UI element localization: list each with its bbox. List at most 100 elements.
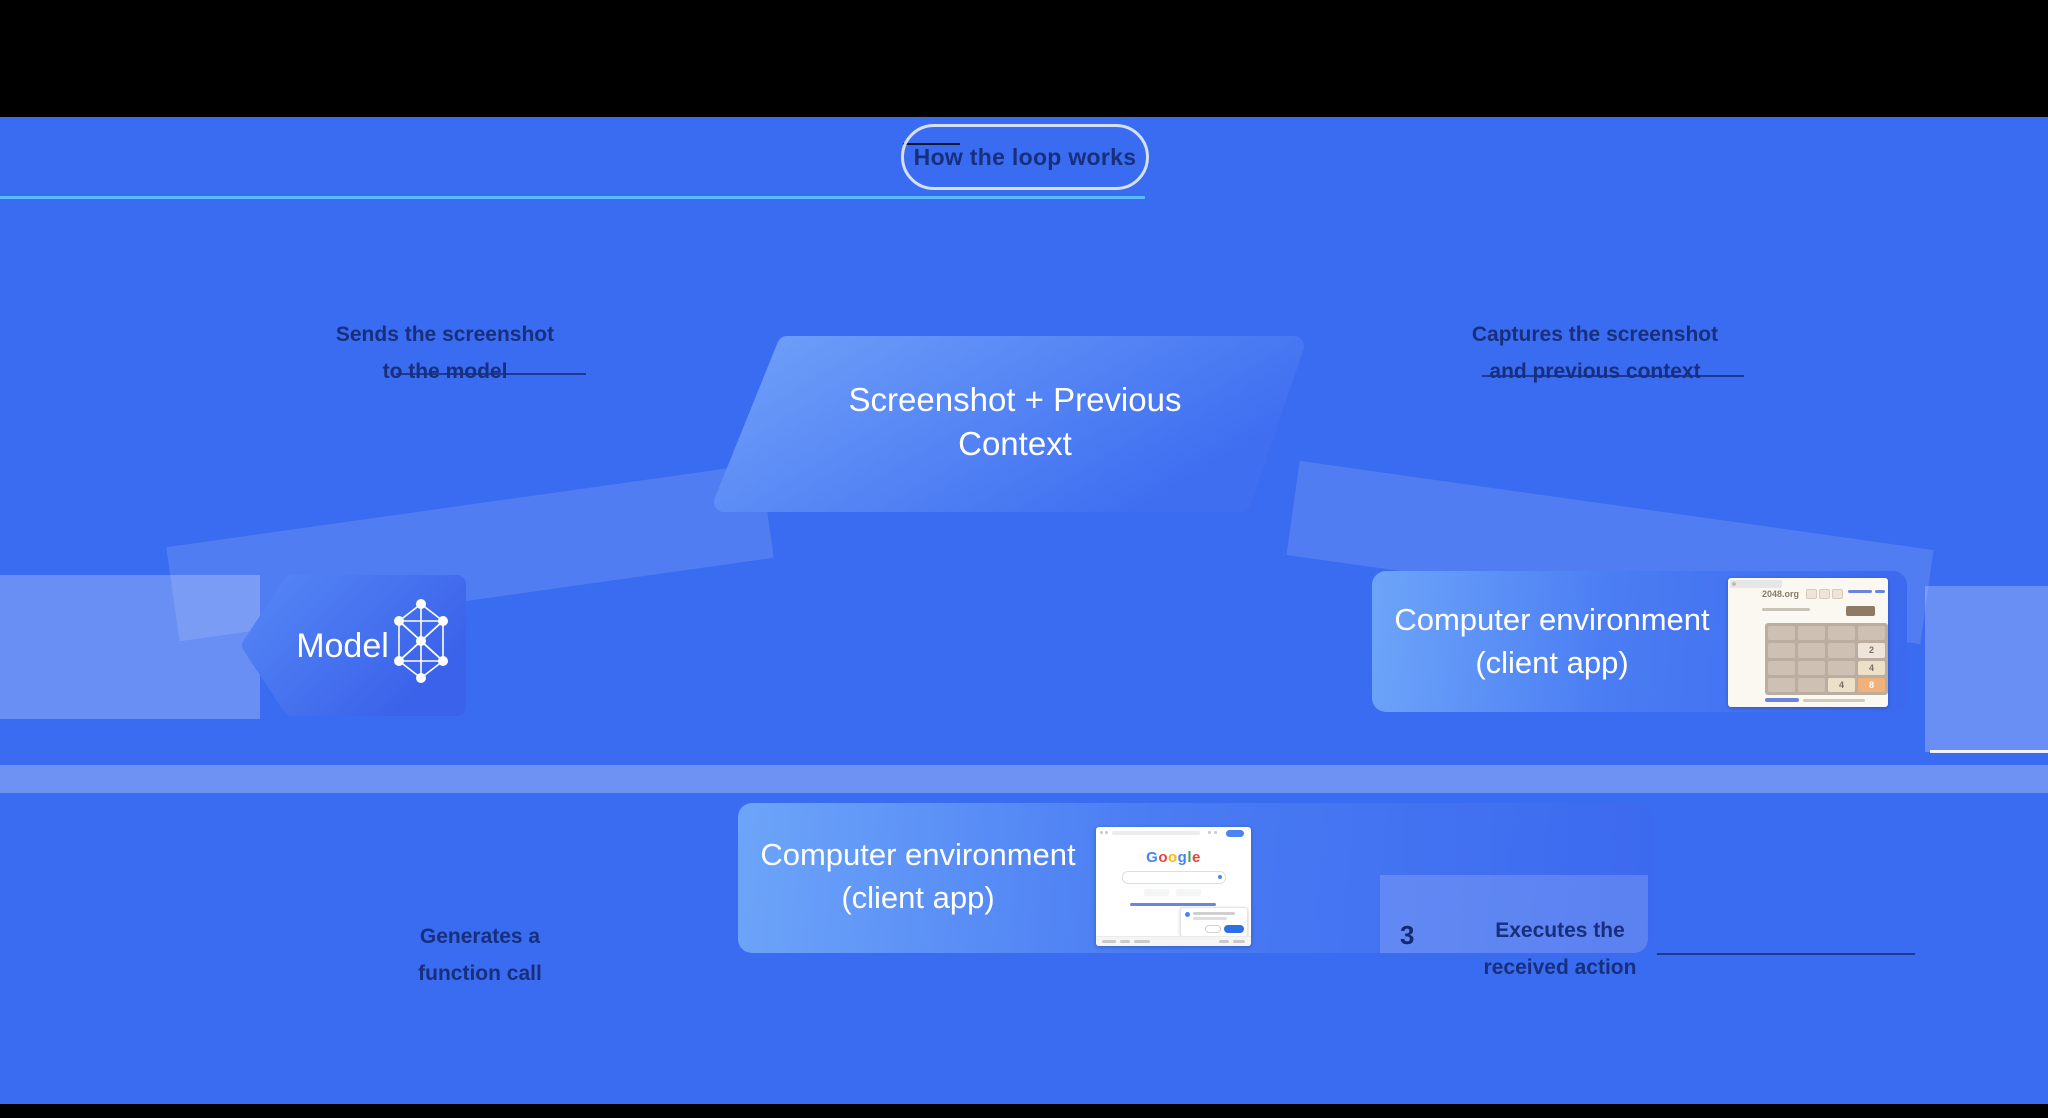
dark-scanline-top-left xyxy=(396,373,586,375)
footer-link-bar xyxy=(1120,940,1130,943)
bottom-letterbox-bar xyxy=(0,1104,2048,1118)
board-cell xyxy=(1828,626,1855,641)
logo-letter: g xyxy=(1177,849,1188,866)
model-chevron xyxy=(242,575,466,716)
tile-4: 4 xyxy=(1858,660,1885,675)
context-trapezoid xyxy=(714,336,1304,512)
cookie-dialog xyxy=(1180,907,1248,937)
board-cell xyxy=(1768,660,1795,675)
google-logo: Google xyxy=(1096,849,1251,866)
browser-tab-strip xyxy=(1730,580,1782,588)
search-button-bar xyxy=(1144,889,1169,896)
context-line1: Screenshot + Previous xyxy=(848,381,1182,418)
arrow-label-top-right: Captures the screenshot and previous con… xyxy=(1470,316,1720,390)
dialog-text-bar xyxy=(1193,917,1227,920)
arrow-label-top-left: Sends the screenshot to the model xyxy=(330,316,560,390)
loop-title-label: How the loop works xyxy=(913,143,1137,170)
context-node-label: Screenshot + Previous Context xyxy=(820,378,1210,466)
header-link-bar-2 xyxy=(1875,590,1885,593)
browser-tab-dot xyxy=(1732,582,1736,586)
dialog-secondary-button xyxy=(1205,925,1221,933)
logo-letter: l xyxy=(1187,849,1192,866)
score-box-3 xyxy=(1832,589,1843,599)
dialog-text-bar xyxy=(1193,912,1235,915)
board-cell xyxy=(1798,643,1825,658)
env-card-bottom: Computer environment (client app) Google xyxy=(738,803,1653,953)
url-bar xyxy=(1112,831,1200,835)
footer-link-bar xyxy=(1219,940,1229,943)
screenshot-google: Google xyxy=(1096,827,1251,946)
footer-link-bar xyxy=(1102,940,1116,943)
board-cell xyxy=(1798,660,1825,675)
lucky-button-bar xyxy=(1176,889,1201,896)
search-input xyxy=(1122,871,1226,884)
white-scanline xyxy=(1930,750,2048,753)
board-cell xyxy=(1828,643,1855,658)
arrow-band-horizontal xyxy=(0,765,2048,793)
tile-4: 4 xyxy=(1828,677,1855,692)
footer-link-bar xyxy=(1765,698,1799,702)
board-cell xyxy=(1798,626,1825,641)
arrow-label-line: to the model xyxy=(382,360,508,383)
arrow-label-line: Sends the screenshot xyxy=(335,323,555,346)
arrow-label-line: Captures the screenshot xyxy=(1471,323,1719,346)
dialog-accept-button xyxy=(1224,925,1244,933)
logo-letter: o xyxy=(1158,849,1168,866)
logo-letter: G xyxy=(1146,849,1159,866)
dialog-icon xyxy=(1185,912,1190,917)
footer-link-bar xyxy=(1233,940,1245,943)
model-node-label: Model xyxy=(296,627,389,665)
board-cell xyxy=(1858,626,1885,641)
board-cell xyxy=(1768,677,1795,692)
screenshot-2048: 2048.org 2 4 xyxy=(1728,578,1888,707)
mic-icon xyxy=(1218,875,1222,879)
board-cell xyxy=(1828,660,1855,675)
env-bottom-line2: (client app) xyxy=(841,880,995,915)
toolbar-dot xyxy=(1208,831,1211,834)
logo-letter: e xyxy=(1192,849,1201,866)
neural-network-icon xyxy=(394,599,448,683)
board-cell xyxy=(1798,677,1825,692)
header-link-bar-1 xyxy=(1848,590,1872,593)
offered-link-bar xyxy=(1130,903,1216,906)
footer-text-bar xyxy=(1803,699,1865,702)
new-game-button xyxy=(1846,606,1875,616)
env-right-line2: (client app) xyxy=(1475,645,1629,680)
env-bottom-title: Computer environment (client app) xyxy=(748,833,1088,919)
board-cell xyxy=(1768,626,1795,641)
arrow-label-bottom-right: Executes the received action xyxy=(1445,912,1675,986)
env-right-title: Computer environment (client app) xyxy=(1382,598,1722,684)
intro-text-bar xyxy=(1762,608,1810,611)
env-bottom-line1: Computer environment xyxy=(760,837,1076,872)
dark-scanline-bottom-right xyxy=(1657,953,1915,955)
cyan-scanline xyxy=(0,196,1145,199)
browser-nav-dot xyxy=(1105,831,1108,834)
arrow-label-line: received action xyxy=(1483,956,1637,979)
footer-link-bar xyxy=(1134,940,1150,943)
signin-button xyxy=(1226,830,1244,837)
arrow-label-line: Executes the xyxy=(1495,919,1625,942)
card-motion-overlay xyxy=(1380,875,1648,953)
logo-letter: o xyxy=(1167,849,1178,866)
arrow-label-line: and previous context xyxy=(1489,360,1701,383)
arrow-band-right xyxy=(1925,586,2048,752)
score-box-1 xyxy=(1806,589,1817,599)
loop-title-pill: How the loop works xyxy=(901,124,1149,190)
toolbar-dot xyxy=(1214,831,1217,834)
page-footer xyxy=(1096,936,1251,946)
env-card-right: Computer environment (client app) 2048.o… xyxy=(1372,571,1907,712)
game-board-2048: 2 4 4 8 xyxy=(1765,623,1888,695)
step-number: 3 xyxy=(1400,920,1415,950)
tile-8: 8 xyxy=(1858,677,1885,692)
dark-scanline-top-right xyxy=(1482,375,1744,377)
context-line2: Context xyxy=(958,425,1072,462)
arrow-band-left xyxy=(0,575,260,719)
top-letterbox-bar xyxy=(0,0,2048,117)
tile-2: 2 xyxy=(1858,643,1885,658)
arrow-label-line: function call xyxy=(418,962,542,985)
site-title-2048: 2048.org xyxy=(1762,589,1800,599)
arrow-label-line: Generates a xyxy=(419,925,541,948)
browser-nav-dot xyxy=(1100,831,1103,834)
